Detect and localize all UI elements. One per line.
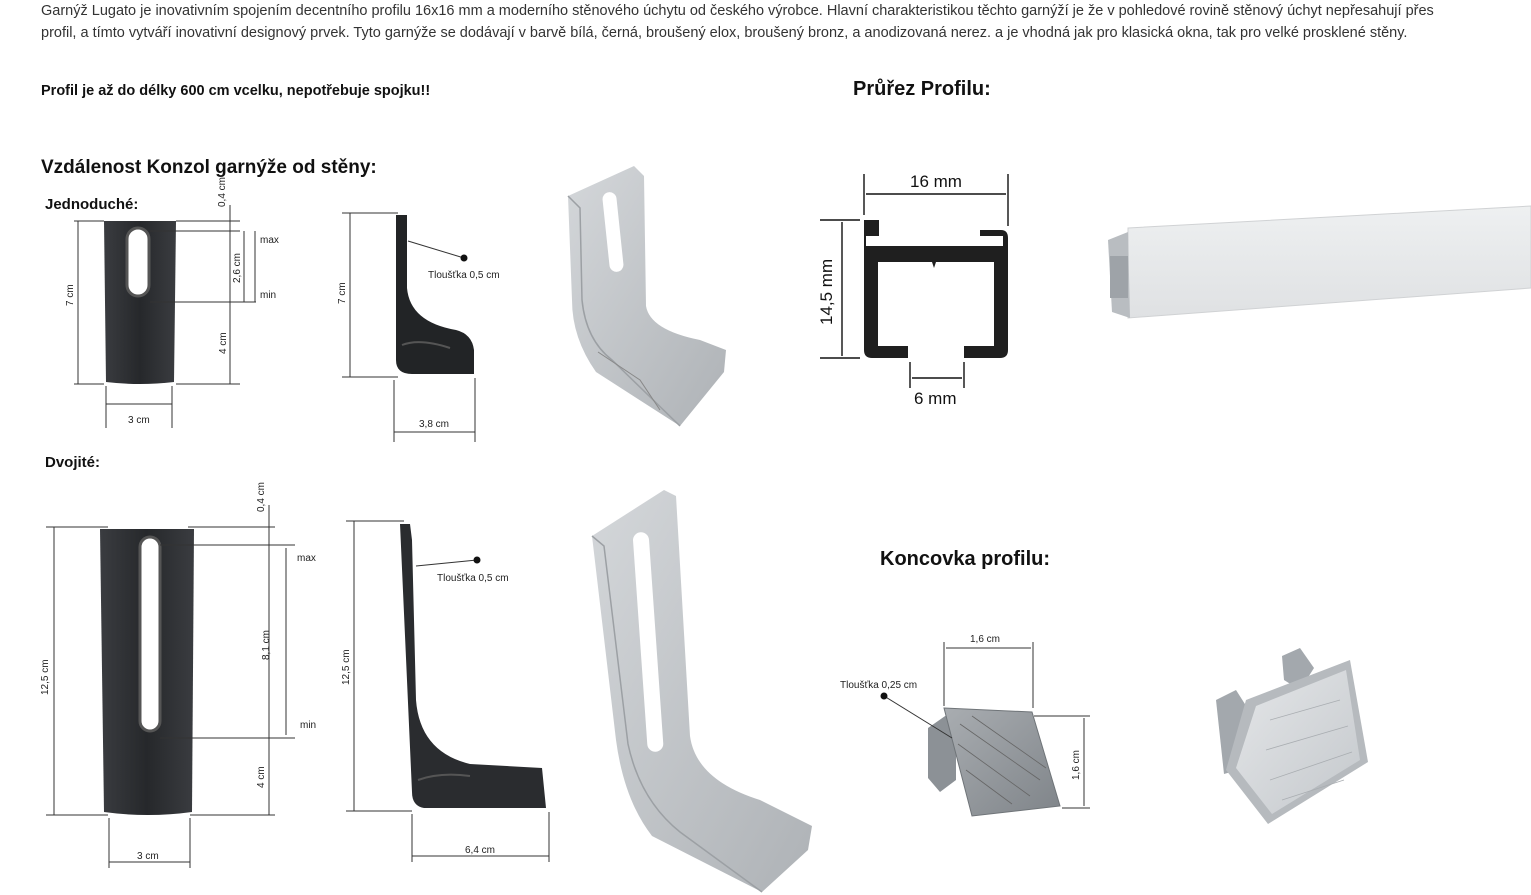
single-bracket-plate: [104, 221, 176, 384]
single-slot-label: 2,6 cm: [232, 253, 243, 283]
single-height-label: 7 cm: [65, 284, 76, 306]
profile-width-label: 16 mm: [910, 172, 962, 191]
intro-paragraph: Garnýž Lugato je inovativním spojením de…: [41, 3, 1434, 41]
double-bracket-front-diagram: 12,5 cm 0,4 cm 8,1 cm 4 cm max min 3 cm: [40, 482, 316, 868]
double-top-gap-label: 0,4 cm: [256, 482, 267, 512]
end-cap-height-label: 1,6 cm: [1071, 750, 1082, 780]
double-bracket-slot: [138, 535, 162, 733]
single-top-gap-label: 0,4 cm: [217, 177, 228, 207]
single-min-label: min: [260, 290, 276, 301]
double-bracket-profile: [400, 524, 546, 808]
single-max-label: max: [260, 235, 279, 246]
heading-profile-cross-section: Průřez Profilu:: [853, 78, 991, 100]
double-height-label: 12,5 cm: [40, 659, 51, 695]
double-side-height-label: 12,5 cm: [341, 649, 352, 685]
double-min-label: min: [300, 720, 316, 731]
double-thickness-label: Tloušťka 0,5 cm: [437, 573, 509, 584]
heading-profile-end: Koncovka profilu:: [880, 548, 1051, 570]
end-cap-width-label: 1,6 cm: [970, 634, 1000, 645]
heading-double: Dvojité:: [45, 454, 101, 471]
double-width-label: 3 cm: [137, 851, 159, 862]
profile-rail-photo: [1108, 205, 1531, 319]
single-bracket-profile: [396, 215, 474, 374]
single-lower-label: 4 cm: [218, 332, 229, 354]
double-bracket-side-diagram: 12,5 cm Tloušťka 0,5 cm 6,4 cm: [341, 520, 550, 862]
heading-console-distance: Vzdálenost Konzol garnýže od stěny:: [41, 157, 377, 178]
single-thickness-label: Tloušťka 0,5 cm: [428, 270, 500, 281]
profile-shape: [864, 220, 1008, 358]
single-width-label: 3 cm: [128, 415, 150, 426]
single-side-height-label: 7 cm: [337, 282, 348, 304]
double-slot-label: 8,1 cm: [261, 630, 272, 660]
single-depth-label: 3,8 cm: [419, 419, 449, 430]
single-bracket-side-diagram: 7 cm Tloušťka 0,5 cm 3,8 cm: [337, 212, 500, 442]
double-bracket-photo: [591, 490, 812, 893]
profile-note: Profil je až do délky 600 cm vcelku, nep…: [41, 83, 431, 99]
profile-cross-section-diagram: 16 mm 14,5 mm 6 mm: [817, 172, 1009, 408]
end-cap-thickness-label: Tloušťka 0,25 cm: [840, 680, 917, 691]
profile-height-label: 14,5 mm: [817, 259, 836, 325]
end-cap-diagram: 1,6 cm 1,6 cm Tloušťka 0,25 cm: [840, 634, 1090, 817]
double-max-label: max: [297, 553, 316, 564]
single-bracket-photo: [567, 166, 726, 427]
double-depth-label: 6,4 cm: [465, 845, 495, 856]
single-bracket-front-diagram: 7 cm 0,4 cm 2,6 cm 4 cm max min 3 cm: [65, 177, 279, 428]
profile-opening-label: 6 mm: [914, 389, 957, 408]
heading-single: Jednoduché:: [45, 196, 139, 213]
single-bracket-slot: [125, 226, 151, 298]
end-cap-photo: [1216, 648, 1368, 824]
double-lower-label: 4 cm: [256, 766, 267, 788]
